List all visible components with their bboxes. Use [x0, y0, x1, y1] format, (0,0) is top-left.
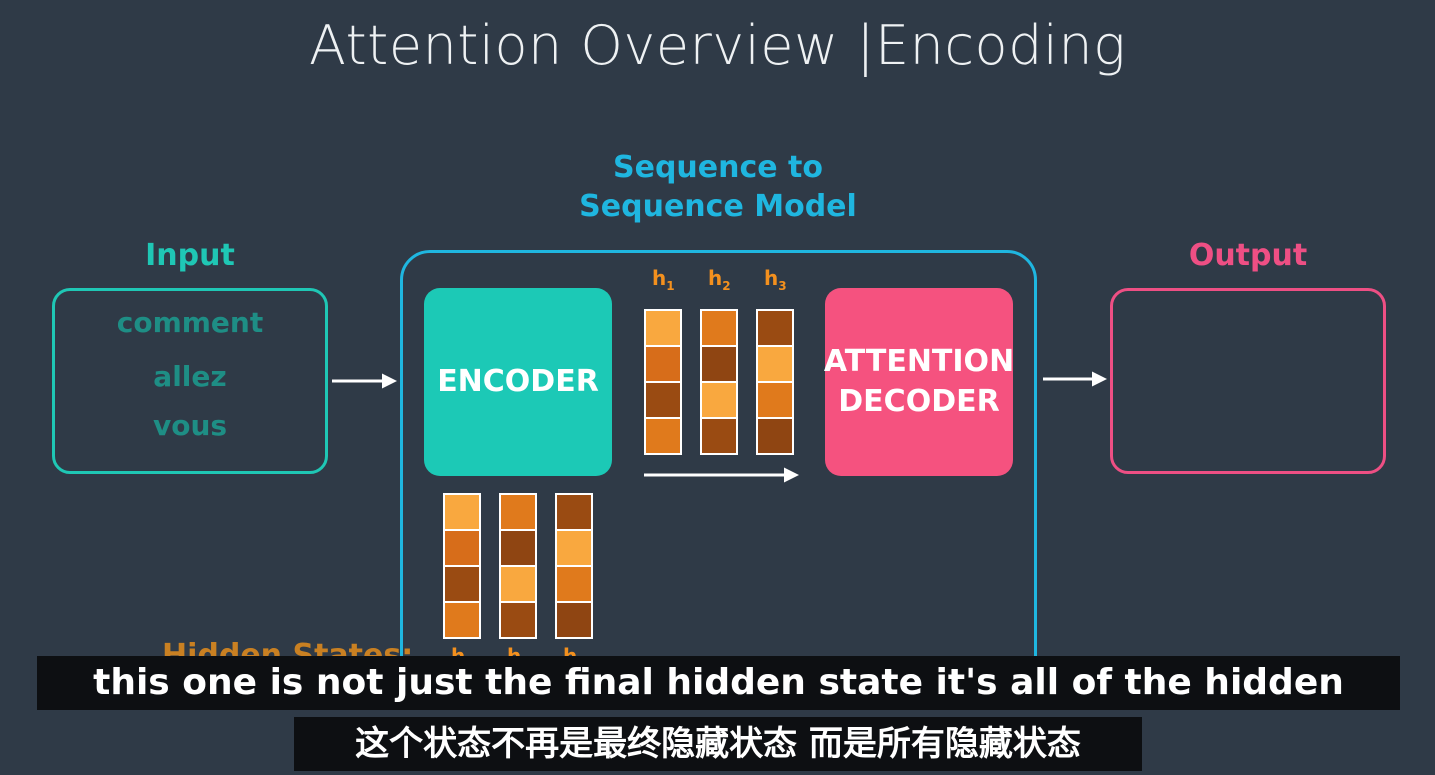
output-box	[1110, 288, 1386, 474]
encoder-block: ENCODER	[424, 288, 612, 476]
input-label: Input	[145, 238, 235, 273]
input-word-comment: comment	[116, 306, 264, 339]
top-hidden-state-column-2	[700, 309, 738, 455]
bottom-hidden-state-column-1	[443, 493, 481, 639]
top-hidden-state-cell	[758, 419, 792, 453]
top-hidden-state-cell	[646, 311, 680, 345]
encoder-label: ENCODER	[437, 364, 599, 399]
bottom-hidden-state-cell	[501, 495, 535, 529]
top-hidden-state-label-h1: h1	[652, 266, 675, 293]
bottom-hidden-state-cell	[557, 603, 591, 637]
bottom-hidden-state-cell	[445, 603, 479, 637]
model-label-line1: Sequence to	[612, 150, 823, 185]
bottom-hidden-state-cell	[445, 495, 479, 529]
bottom-hidden-state-column-3	[555, 493, 593, 639]
top-hidden-state-cell	[646, 347, 680, 381]
top-hidden-state-cell	[758, 383, 792, 417]
subtitle-english: this one is not just the final hidden st…	[93, 662, 1344, 757]
top-hidden-state-cell	[646, 419, 680, 453]
attention-decoder-block: ATTENTION DECODER	[823, 288, 1015, 476]
bottom-hidden-state-cell	[501, 603, 535, 637]
top-hidden-state-column-1	[644, 309, 682, 455]
input-word-vous: vous	[152, 409, 228, 442]
top-hidden-state-label-h2: h2	[708, 266, 731, 293]
subtitle-chinese: 这个状态不再是最终隐藏状态 而是所有隐藏状态	[355, 724, 1081, 764]
top-hidden-state-cell	[702, 383, 736, 417]
subtitle-en-background	[37, 656, 1400, 710]
top-hidden-state-cell	[702, 311, 736, 345]
top-hidden-state-column-3	[756, 309, 794, 455]
output-label: Output	[1188, 238, 1308, 273]
bottom-hidden-state-cell	[557, 495, 591, 529]
top-hidden-state-cell	[702, 347, 736, 381]
top-hidden-state-cell	[646, 383, 680, 417]
top-hidden-state-label-h3: h3	[764, 266, 787, 293]
input-word-allez: allez	[153, 360, 227, 393]
bottom-hidden-state-cell	[501, 567, 535, 601]
decoder-label-line1: ATTENTION	[823, 344, 1015, 379]
bottom-hidden-state-cell	[557, 567, 591, 601]
bottom-hidden-state-cell	[501, 531, 535, 565]
top-hidden-state-cell	[758, 347, 792, 381]
bottom-hidden-state-cell	[445, 531, 479, 565]
subtitle-zh-background	[294, 717, 1142, 771]
top-hidden-state-cell	[702, 419, 736, 453]
bottom-hidden-state-cell	[445, 567, 479, 601]
decoder-label-line2: DECODER	[838, 384, 1000, 419]
bottom-hidden-state-column-2	[499, 493, 537, 639]
model-label-line2: Sequence Model	[579, 189, 857, 224]
bottom-hidden-state-cell	[557, 531, 591, 565]
top-hidden-state-cell	[758, 311, 792, 345]
slide-title: Attention Overview |Encoding	[309, 14, 1126, 77]
input-box	[52, 288, 328, 474]
